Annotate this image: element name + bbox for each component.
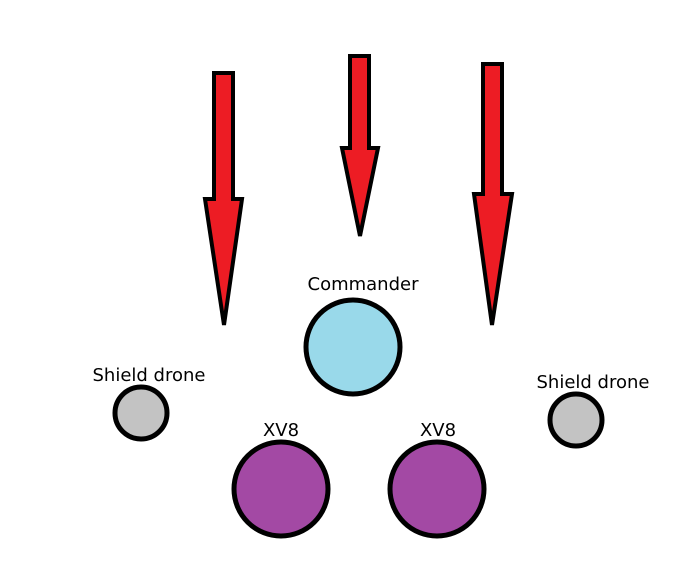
drone-right-unit bbox=[547, 391, 605, 449]
xv8-left-label: XV8 bbox=[263, 420, 299, 441]
drone-left-unit bbox=[112, 384, 170, 442]
incoming-fire-right-arrow bbox=[471, 62, 515, 326]
xv8-left-unit bbox=[231, 439, 331, 539]
incoming-fire-center-arrow bbox=[339, 54, 381, 237]
commander-label: Commander bbox=[308, 274, 420, 295]
drone-right-label: Shield drone bbox=[537, 372, 650, 393]
xv8-right-label: XV8 bbox=[420, 420, 456, 441]
xv8-right-unit bbox=[387, 439, 487, 539]
drone-left-label: Shield drone bbox=[93, 365, 206, 386]
incoming-fire-left-arrow bbox=[202, 71, 245, 326]
commander-unit bbox=[303, 297, 403, 397]
